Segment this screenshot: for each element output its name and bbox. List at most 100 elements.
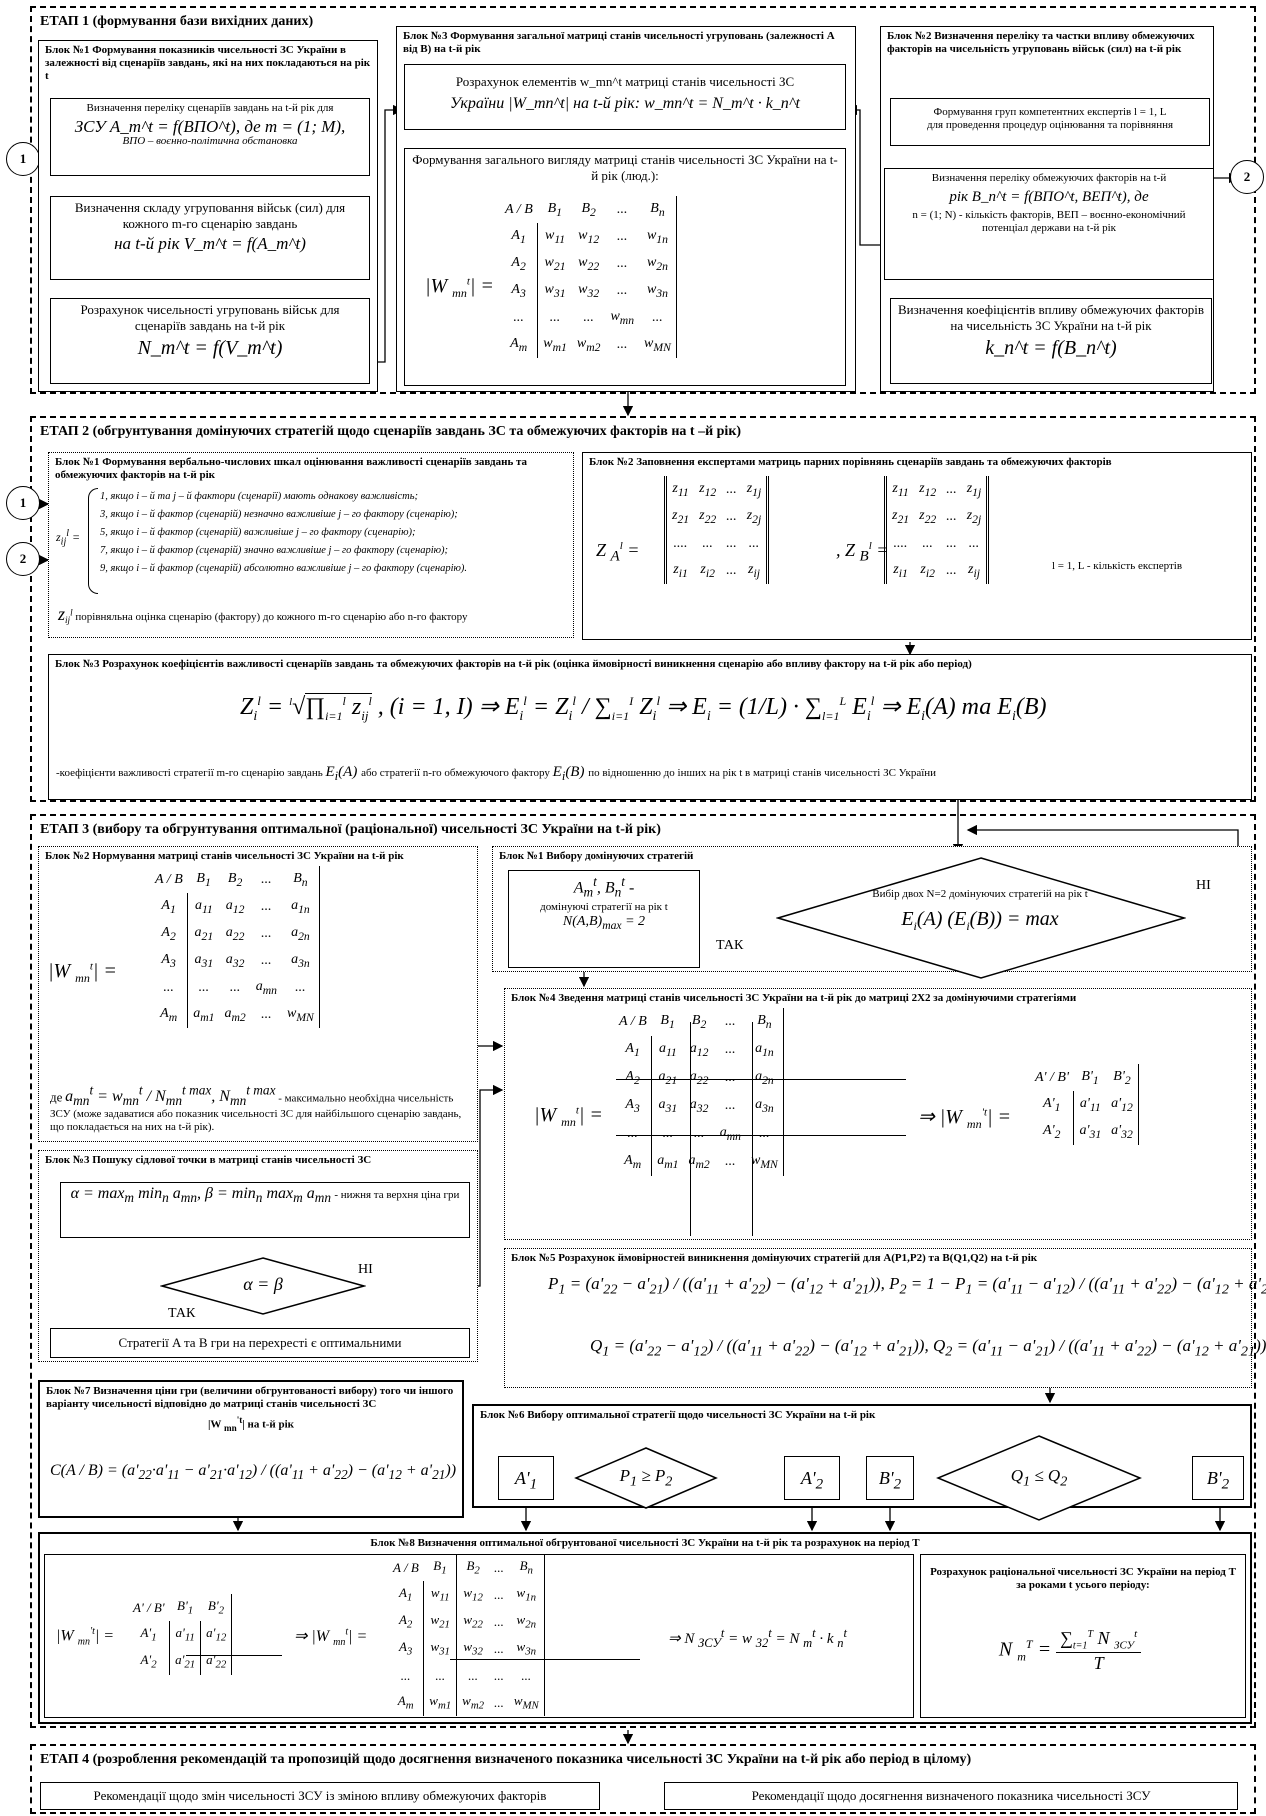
experts-note: l = 1, L - кількість експертів (1052, 560, 1183, 572)
block8-W2-label: |W mn't| = (56, 1626, 115, 1648)
strike-row-1 (616, 1079, 906, 1080)
stage3-block6-title: Блок №6 Вибору оптимальної стратегії щод… (480, 1409, 876, 1421)
z-ij-note: zijl порівняльна оцінка сценарію (фактор… (58, 604, 468, 626)
factor-coefficients-box: Визначення коефіцієнтів впливу обмежуючи… (890, 298, 1212, 384)
strategy-A2-box: A'2 (784, 1456, 840, 1500)
block8-right-panel: Розрахунок раціональної чисельності ЗС У… (920, 1554, 1246, 1718)
importance-coefficient-formula: Zil = l√∏i=1l zijl , (i = 1, I) ⇒ Eil = … (240, 693, 1047, 724)
no-label-2: НІ (358, 1262, 373, 1277)
no-label-1: НІ (1196, 878, 1211, 893)
probability-P-formula: P1 = (a'22 − a'21) / ((a'11 + a'22) − (a… (548, 1274, 1266, 1298)
block8-right-title: Розрахунок раціональної чисельності ЗС У… (930, 1566, 1236, 1591)
stage2-block1: Блок №1 Формування вербально-числових шк… (48, 452, 574, 638)
strategy-B2-box: B'2 (866, 1456, 914, 1500)
Z-B-label: , Z Bl = (836, 540, 889, 565)
game-value-formula: C(A / B) = (a'22·a'11 − a'21·a'12) / ((a… (49, 1462, 457, 1483)
block8-strike-row (186, 1655, 282, 1656)
probability-Q-formula: Q1 = (a'22 − a'12) / ((a'11 + a'22) − (a… (590, 1336, 1266, 1360)
saddle-result-box: Стратегії A та B гри на перехресті є опт… (50, 1328, 470, 1358)
connector-circle-2: 2 (1230, 160, 1264, 194)
saddle-formula-box: α = maxm minn amn, β = minn maxm amn - н… (60, 1182, 470, 1238)
factor-list-box: Визначення переліку обмежуючих факторів … (884, 168, 1214, 280)
block8-W-label: ⇒ |W mnt| = (294, 1626, 368, 1649)
stage3-block4-title: Блок №4 Зведення матриці станів чисельно… (511, 992, 1077, 1004)
troop-group-box: Визначення складу угруповання військ (си… (50, 196, 370, 280)
yes-label-2: ТАК (168, 1306, 196, 1321)
cases-brace (88, 488, 98, 594)
yes-label-1: ТАК (716, 938, 744, 953)
connector-circle-2-stage2: 2 (6, 542, 40, 576)
importance-coefficient-note: -коефіцієнти важливості стратегії m-го с… (56, 764, 937, 783)
diamond-formula: Ei(A) (Ei(B)) = max (901, 908, 1059, 933)
stage2-block1-title: Блок №1 Формування вербально-числових шк… (55, 456, 528, 481)
recommendations-target-box: Рекомендації щодо досягнення визначеного… (664, 1782, 1238, 1810)
reduced-2x2-label: ⇒ |W mn't| = (918, 1106, 1012, 1131)
diamond-text: Вибір двох N=2 домінуючих стратегій на р… (872, 888, 1088, 900)
stage-4-frame (30, 1744, 1256, 1814)
dominant-strategies-box: Amt, Bnt - домінуючі стратегії на рік t … (508, 870, 700, 968)
stage2-block2-title: Блок №2 Заповнення експертами матриць па… (589, 456, 1112, 468)
stage3-block8: Блок №8 Визначення оптимальної обгрунтов… (38, 1532, 1252, 1724)
normalization-formula: де amnt = wmnt / Nmnt max, Nmnt max - ма… (50, 1083, 462, 1133)
recommendations-changes-box: Рекомендації щодо змін чисельності ЗСУ і… (40, 1782, 600, 1810)
q-compare-text: Q1 ≤ Q2 (1010, 1466, 1068, 1490)
Z-A-label: Z Al = (596, 540, 640, 565)
stage-2-title: ЕТАП 2 (обгрунтування домінуючих стратег… (40, 424, 742, 439)
stage-1-title: ЕТАП 1 (формування бази вихідних даних) (40, 14, 314, 29)
stage3-block7-title: Блок №7 Визначення ціни гри (величини об… (46, 1385, 454, 1410)
general-matrix-box: Формування загального вигляду матриці ст… (404, 148, 846, 386)
stage2-block3: Блок №3 Розрахунок коефіцієнтів важливос… (48, 654, 1252, 800)
stage1-block2-title: Блок №2 Визначення переліку та частки вп… (887, 30, 1195, 55)
stage2-block3-title: Блок №3 Розрахунок коефіцієнтів важливос… (55, 658, 972, 670)
matrix-W-label: |W mnt| = (425, 275, 494, 300)
importance-scale-cases: 1, якщо i – й та j – й фактори (сценарії… (100, 491, 468, 574)
saddle-diamond-text: α = β (243, 1274, 283, 1294)
stage3-block2: Блок №2 Нормування матриці станів чисель… (38, 846, 478, 1142)
stage3-block8-title: Блок №8 Визначення оптимальної обгрунтов… (370, 1537, 920, 1549)
p-compare-text: P1 ≥ P2 (619, 1466, 673, 1490)
strike-col-2 (752, 1022, 753, 1236)
z-ij-label: zijl = (56, 528, 81, 548)
expert-groups-box: Формування груп компетентних експертів l… (890, 98, 1210, 146)
period-strength-formula: N mT = ∑t=1T N ЗСУt T (990, 1628, 1150, 1674)
troop-count-box: Розрахунок чисельності угруповань військ… (50, 298, 370, 384)
optimal-strength-formula: ⇒ N ЗСУt = w 32t = N mt · k nt (668, 1626, 848, 1650)
q-compare-diamond (936, 1435, 1142, 1521)
block8-strike-a3 (450, 1659, 640, 1660)
scenario-formula: ЗСУ A_m^t = f(ВПО^t), де m = (1; M), (74, 117, 346, 136)
strike-row-3 (616, 1135, 906, 1136)
stage-2-frame (30, 416, 1256, 802)
stage2-block2: Блок №2 Заповнення експертами матриць па… (582, 452, 1252, 640)
matrix-elements-box: Розрахунок елементів w_mn^t матриці стан… (404, 64, 846, 130)
p-compare-diamond (574, 1447, 718, 1509)
connector-circle-1-stage2: 1 (6, 486, 40, 520)
strategy-B2-box-right: B'2 (1192, 1456, 1244, 1500)
strategy-A1-box: A'1 (498, 1456, 554, 1500)
normalized-matrix-label: |W mnt| = (48, 960, 117, 985)
stage-3-title: ЕТАП 3 (вибору та обгрунтування оптималь… (40, 822, 661, 837)
stage-1-frame (30, 6, 1256, 394)
dominant-selection-diamond (776, 857, 1186, 979)
strike-col-1 (690, 1022, 691, 1236)
saddle-diamond (160, 1257, 366, 1315)
stage-3-frame (30, 814, 1256, 1728)
stage3-block5: Блок №5 Розрахунок ймовірностей виникнен… (504, 1248, 1252, 1388)
reduced-matrix-label: |W mnt| = (534, 1104, 603, 1129)
scenario-list-box: Визначення переліку сценаріїв завдань на… (50, 98, 370, 176)
stage1-block3-title: Блок №3 Формування загальної матриці ста… (403, 30, 835, 55)
stage1-block1-title: Блок №1 Формування показників чисельност… (45, 44, 371, 82)
stage-4-title: ЕТАП 4 (розроблення рекомендацій та проп… (40, 1752, 972, 1767)
stage3-block3-title: Блок №3 Пошуку сідлової точки в матриці … (45, 1154, 372, 1166)
stage3-block7: Блок №7 Визначення ціни гри (величини об… (38, 1380, 464, 1518)
connector-circle-1: 1 (6, 142, 40, 176)
stage3-block5-title: Блок №5 Розрахунок ймовірностей виникнен… (511, 1252, 1038, 1264)
stage3-block2-title: Блок №2 Нормування матриці станів чисель… (45, 850, 404, 862)
